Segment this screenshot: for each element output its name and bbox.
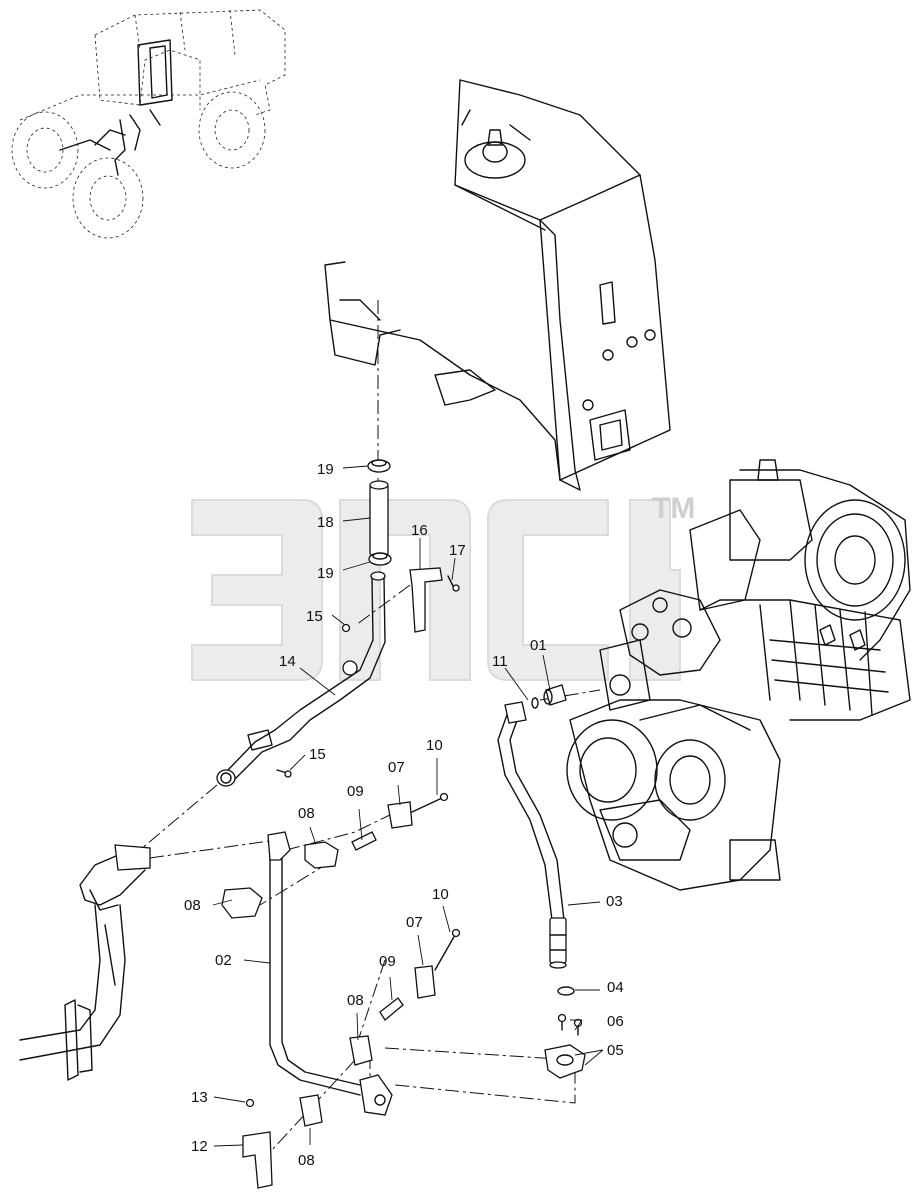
label-part-10-upper: 10 [426,737,443,754]
label-part-09-upper: 09 [347,783,364,800]
part-13-bolt [245,1098,255,1108]
part-15-bolt-lower [276,769,292,778]
label-part-15-lower: 15 [309,746,326,763]
part-08-clamp-a [304,841,339,869]
part-16-bracket [409,567,443,633]
part-17-bolt [447,575,460,592]
label-part-07-upper: 07 [388,759,405,776]
watermark: TM [191,492,695,681]
part-01-fitting [543,684,567,706]
part-15-bolt-upper [341,623,351,633]
label-part-11: 11 [492,653,508,670]
label-part-08-a: 08 [298,805,315,822]
machine-locator-inset [11,9,286,239]
label-part-07-lower: 07 [406,914,423,931]
label-part-18: 18 [317,514,334,531]
leader-lines [212,465,604,1147]
label-part-02: 02 [215,952,232,969]
frame-piping [19,844,151,1081]
label-part-19-lower: 19 [317,565,334,582]
label-part-12: 12 [191,1138,208,1155]
label-part-04: 04 [607,979,624,996]
label-part-16: 16 [411,522,428,539]
part-08-clamp-b [221,887,263,919]
label-part-17: 17 [449,542,466,559]
part-08-clamp-d [299,1094,323,1127]
part-10-bolt-lower [434,928,461,971]
part-18-hose [369,480,389,556]
part-09-spacer-lower [379,997,404,1021]
label-part-19-upper: 19 [317,461,334,478]
part-number-labels: 01 02 03 04 05 06 07 07 08 08 08 08 09 0… [184,461,624,1169]
part-03-hose [497,701,567,969]
part-02-pipe [267,831,393,1116]
part-19-clamp-upper [367,459,391,473]
trademark-label: TM [652,492,695,525]
assembly-center-lines [139,300,601,1151]
part-04-o-ring [557,986,575,996]
label-part-14: 14 [279,653,296,670]
label-part-03: 03 [606,893,623,910]
part-19-clamp-lower [368,552,392,566]
label-part-13: 13 [191,1089,208,1106]
part-12-bracket [242,1131,273,1189]
part-08-clamp-c [349,1035,373,1066]
part-05-flange-clamp [544,1044,586,1079]
part-14-pipe [216,571,386,787]
part-07-plate-lower [414,965,436,999]
label-part-01: 01 [530,637,547,654]
rear-frame [324,79,671,491]
label-part-10-lower: 10 [432,886,449,903]
part-09-spacer-upper [351,831,377,851]
part-10-bolt-upper [411,792,449,813]
label-part-05: 05 [607,1042,624,1059]
transmission [566,459,911,891]
part-06-bolts [557,1013,583,1036]
part-07-plate-upper [387,801,413,829]
label-part-09-lower: 09 [379,953,396,970]
label-part-15-upper: 15 [306,608,323,625]
label-part-08-b: 08 [184,897,201,914]
label-part-06: 06 [607,1013,624,1030]
label-part-08-d: 08 [298,1152,315,1169]
part-11-o-ring [531,697,539,709]
label-part-08-c: 08 [347,992,364,1009]
